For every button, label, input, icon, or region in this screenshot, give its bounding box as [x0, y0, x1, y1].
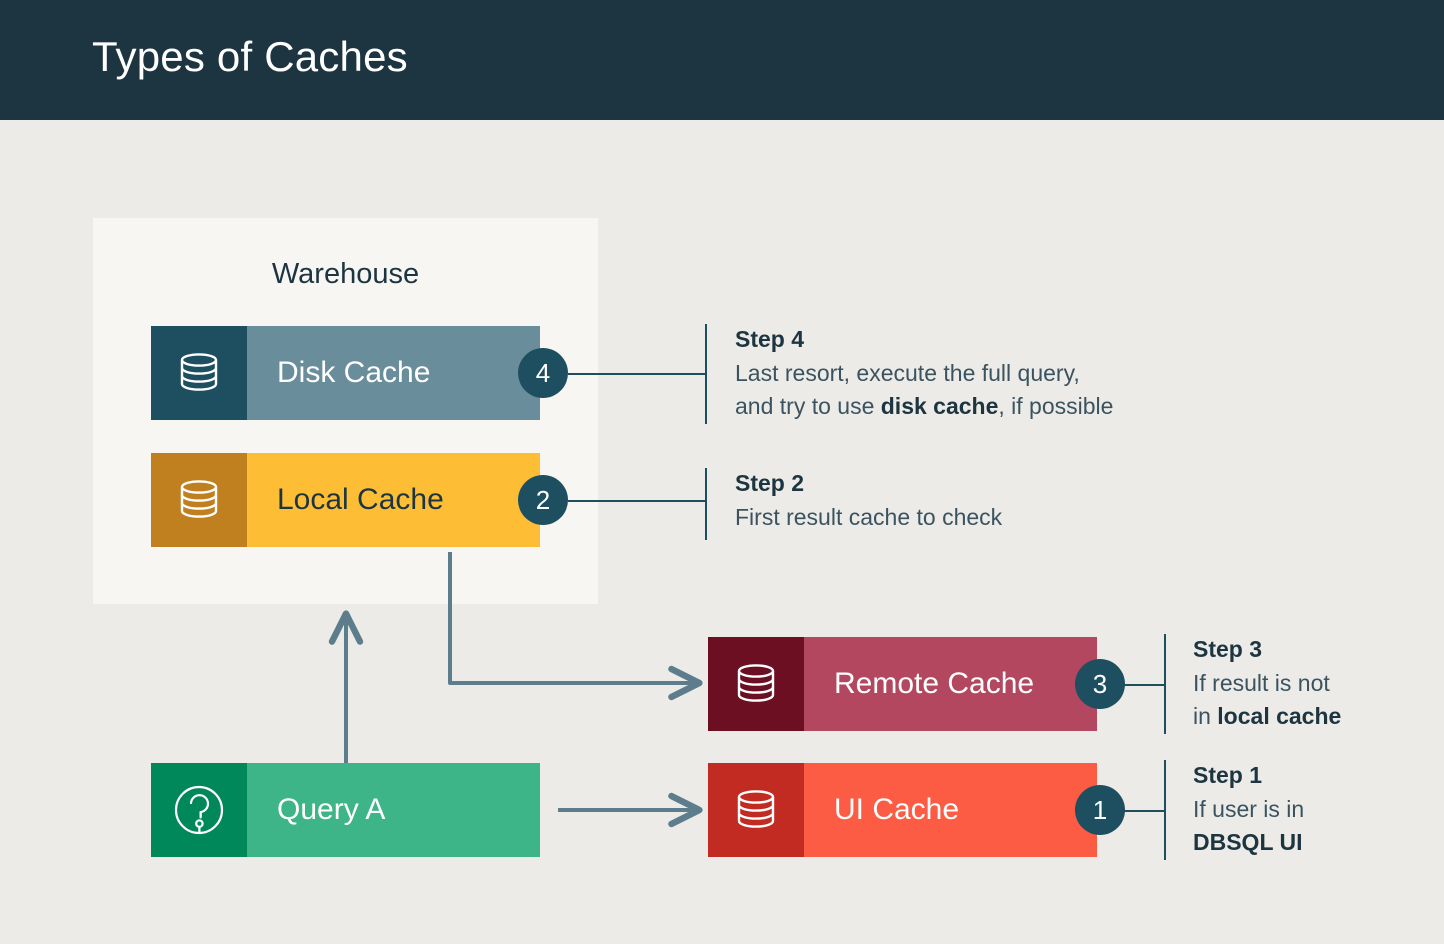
cache-label-disk-cache: Disk Cache — [247, 326, 540, 420]
step-annotation-4: Step 4 Last resort, execute the full que… — [735, 324, 1255, 422]
query-label-query-a: Query A — [247, 763, 540, 857]
database-icon — [151, 453, 247, 547]
step-badge-2[interactable]: 2 — [518, 475, 568, 525]
step-desc-4-line2: and try to use disk cache, if possible — [735, 390, 1255, 423]
step-desc-1-line2: DBSQL UI — [1193, 826, 1433, 859]
database-icon — [708, 637, 804, 731]
step-desc-4-post: , if possible — [998, 392, 1114, 419]
page-header: Types of Caches — [0, 0, 1444, 120]
cache-label-local-cache: Local Cache — [247, 453, 540, 547]
database-icon — [151, 326, 247, 420]
warehouse-label: Warehouse — [271, 258, 420, 290]
step-desc-3-line1: If result is not — [1193, 670, 1330, 697]
step-connector-3 — [1124, 684, 1166, 686]
step-annotation-3: Step 3 If result is not in local cache — [1193, 634, 1433, 732]
step-title-2: Step 2 — [735, 470, 805, 496]
step-connector-1 — [1124, 810, 1166, 812]
cache-bar-disk-cache[interactable]: Disk Cache — [151, 326, 540, 420]
step-desc-4-line1: Last resort, execute the full query, — [735, 360, 1080, 387]
query-bar-query-a[interactable]: Query A — [151, 763, 540, 857]
step-title-3: Step 3 — [1193, 636, 1263, 662]
step-tick-2 — [705, 468, 707, 540]
step-desc-1-bold: DBSQL UI — [1193, 828, 1303, 855]
step-badge-3[interactable]: 3 — [1075, 659, 1125, 709]
step-desc-4-bold: disk cache — [880, 392, 999, 419]
step-badge-1[interactable]: 1 — [1075, 785, 1125, 835]
step-desc-4-pre: and try to use — [735, 392, 881, 419]
question-mark-circle-icon — [151, 763, 247, 857]
step-desc-2-line1: First result cache to check — [735, 504, 1003, 531]
cache-bar-ui-cache[interactable]: UI Cache — [708, 763, 1097, 857]
step-annotation-2: Step 2 First result cache to check — [735, 468, 1255, 534]
step-title-4: Step 4 — [735, 326, 805, 352]
step-badge-4[interactable]: 4 — [518, 348, 568, 398]
step-desc-3-line2: in local cache — [1193, 700, 1433, 733]
page-title: Types of Caches — [92, 33, 408, 80]
step-desc-3-pre: in — [1193, 702, 1218, 729]
step-desc-3-bold: local cache — [1217, 702, 1342, 729]
cache-label-ui-cache: UI Cache — [804, 763, 1097, 857]
cache-bar-local-cache[interactable]: Local Cache — [151, 453, 540, 547]
step-desc-1-line1: If user is in — [1193, 796, 1305, 823]
step-connector-2 — [568, 500, 706, 502]
cache-label-remote-cache: Remote Cache — [804, 637, 1097, 731]
step-title-1: Step 1 — [1193, 762, 1263, 788]
step-tick-4 — [705, 324, 707, 424]
cache-bar-remote-cache[interactable]: Remote Cache — [708, 637, 1097, 731]
step-connector-4 — [568, 373, 706, 375]
database-icon — [708, 763, 804, 857]
step-annotation-1: Step 1 If user is in DBSQL UI — [1193, 760, 1433, 858]
